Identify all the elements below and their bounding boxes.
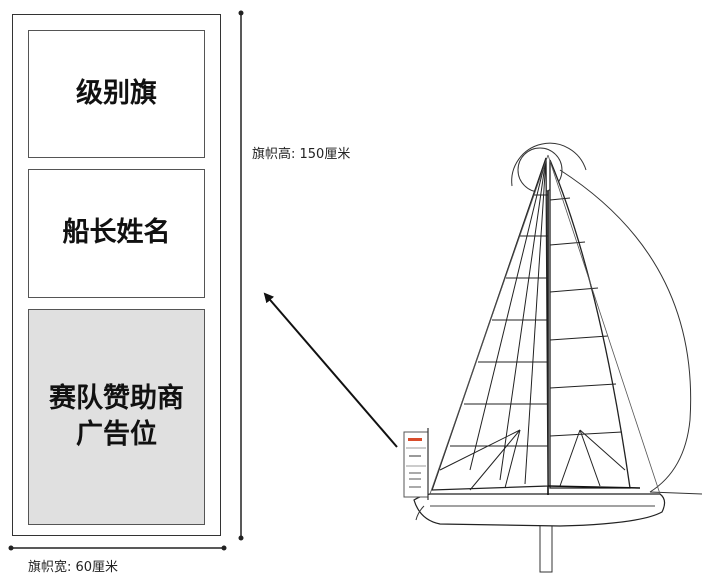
- pointer-arrow: [263, 292, 398, 448]
- width-dimension-line: [8, 545, 227, 551]
- skipper-name-label: 船长姓名: [62, 217, 171, 249]
- class-flag-panel: 级别旗: [28, 30, 205, 158]
- class-flag-label: 级别旗: [76, 77, 157, 109]
- mounted-flag: [403, 428, 429, 500]
- sponsor-ad-label-line2: 广告位: [76, 419, 157, 450]
- flag-layout-outline: 级别旗 船长姓名 赛队赞助商 广告位: [12, 14, 221, 536]
- sponsor-ad-panel: 赛队赞助商 广告位: [28, 309, 205, 525]
- sailboat-illustration: [413, 142, 702, 573]
- flag-height-label: 旗帜高: 150厘米: [252, 147, 351, 162]
- height-dimension-line: [238, 10, 244, 541]
- skipper-name-panel: 船长姓名: [28, 169, 205, 298]
- sponsor-ad-label-line1: 赛队赞助商: [49, 382, 184, 414]
- flag-width-label: 旗帜宽: 60厘米: [28, 560, 119, 575]
